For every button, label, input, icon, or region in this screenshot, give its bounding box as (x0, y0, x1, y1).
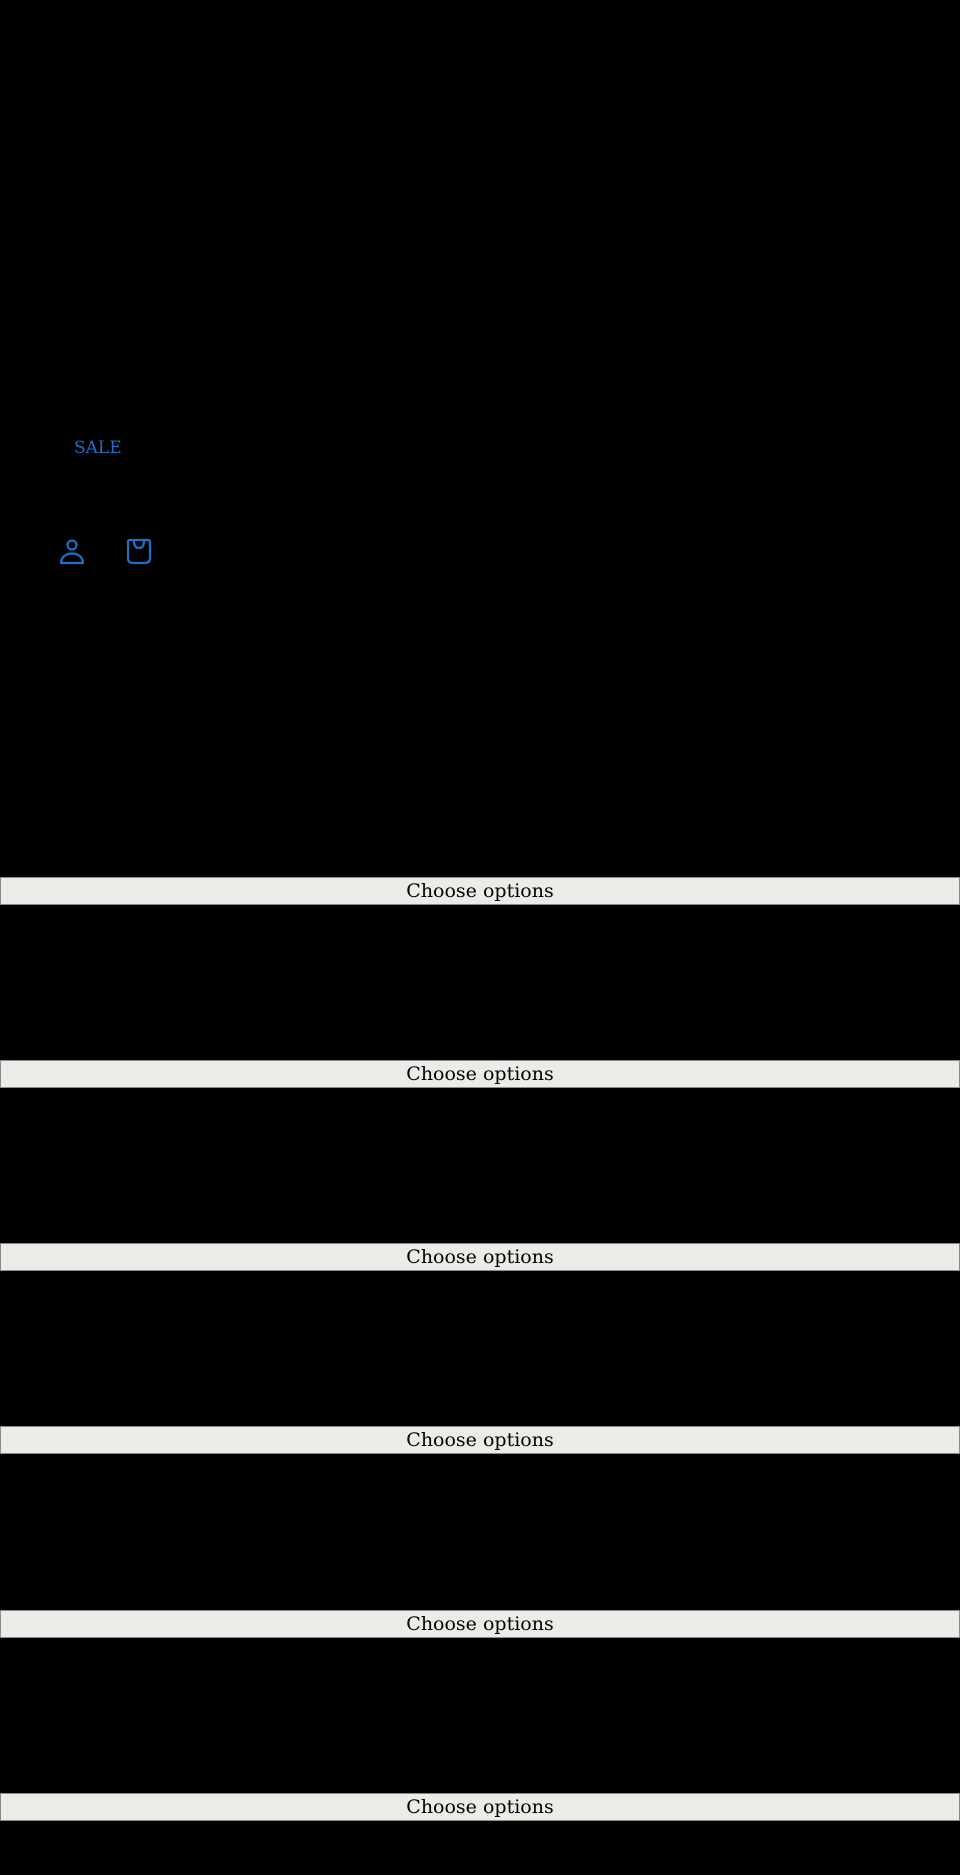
choose-options-button[interactable]: Choose options (0, 1243, 960, 1271)
choose-options-button[interactable]: Choose options (0, 1060, 960, 1088)
choose-options-button[interactable]: Choose options (0, 1426, 960, 1454)
cart-icon[interactable] (123, 535, 155, 567)
account-icon[interactable] (56, 535, 88, 567)
choose-options-button[interactable]: Choose options (0, 1610, 960, 1638)
choose-options-button[interactable]: Choose options (0, 877, 960, 905)
choose-options-button[interactable]: Choose options (0, 1793, 960, 1821)
nav-link-sale[interactable]: SALE (74, 438, 122, 458)
